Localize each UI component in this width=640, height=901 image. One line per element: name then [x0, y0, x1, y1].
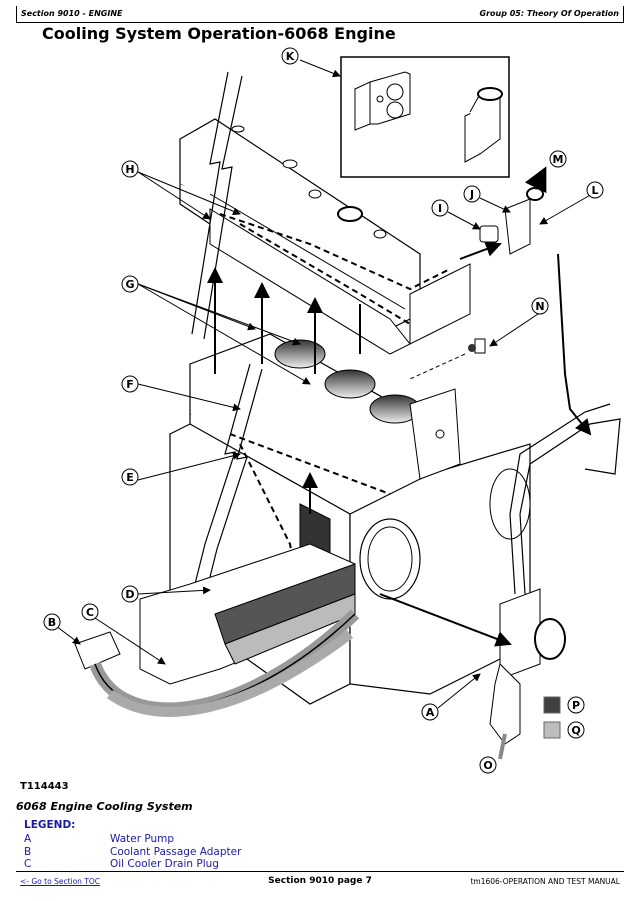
water-pump	[489, 588, 566, 760]
callout-p: P	[572, 699, 580, 712]
callout-n: N	[531, 297, 549, 315]
callout-l: L	[586, 181, 604, 199]
callout-leaders	[55, 59, 593, 709]
svg-text:M: M	[553, 153, 564, 166]
engine-cooling-diagram: K H G F E D C B I J M L N A O P Q	[10, 44, 630, 774]
svg-text:C: C	[86, 606, 94, 619]
legend-key: B	[24, 845, 32, 858]
legend-item: A Water Pump	[24, 833, 241, 846]
flow-color-key: P Q	[543, 696, 585, 739]
callout-j: J	[463, 185, 481, 203]
svg-text:A: A	[426, 706, 435, 719]
header-group: Group 05: Theory Of Operation	[480, 6, 624, 22]
page-title: Cooling System Operation-6068 Engine	[42, 24, 396, 43]
temperature-sensor	[409, 338, 486, 380]
callout-o: O	[479, 756, 497, 774]
callout-b: B	[43, 613, 61, 631]
swatch-q	[543, 721, 561, 739]
page-header: Section 9010 - ENGINE Group 05: Theory O…	[16, 6, 624, 23]
bypass-tube	[509, 403, 621, 595]
legend-key: C	[24, 858, 32, 870]
manual-name: tm1606-OPERATION AND TEST MANUAL	[470, 877, 620, 886]
callout-i: I	[431, 199, 449, 217]
section-toc-link[interactable]: <- Go to Section TOC	[20, 877, 101, 886]
svg-text:K: K	[286, 50, 295, 63]
figure-id: T114443	[20, 781, 69, 792]
callout-f: F	[121, 375, 139, 393]
svg-text:B: B	[48, 616, 56, 629]
coolant-hose	[74, 609, 360, 717]
svg-text:G: G	[125, 278, 134, 291]
svg-text:D: D	[125, 588, 134, 601]
legend-label: Coolant Passage Adapter	[110, 845, 242, 858]
svg-text:N: N	[535, 300, 544, 313]
page-footer: <- Go to Section TOC Section 9010 page 7…	[16, 871, 624, 892]
legend-label: Oil Cooler Drain Plug	[110, 858, 219, 870]
svg-text:H: H	[125, 163, 134, 176]
figure-caption: 6068 Engine Cooling System	[16, 800, 193, 813]
legend: LEGEND: A Water Pump B Coolant Passage A…	[24, 819, 241, 871]
coolant-flow-arrows	[207, 241, 592, 514]
callout-k: K	[281, 47, 299, 65]
svg-text:O: O	[483, 759, 492, 772]
thermostat-assembly	[479, 166, 547, 255]
header-section: Section 9010 - ENGINE	[16, 6, 123, 22]
svg-text:L: L	[591, 184, 598, 197]
oil-cooler	[139, 543, 356, 685]
inset-thermostat-housing	[340, 56, 510, 178]
svg-text:J: J	[469, 188, 474, 201]
callout-labels: K H G F E D C B I J M L N A O	[43, 47, 604, 774]
svg-text:I: I	[438, 202, 442, 215]
callout-d: D	[121, 585, 139, 603]
page-number: Section 9010 page 7	[268, 876, 372, 886]
callout-c: C	[81, 603, 99, 621]
callout-e: E	[121, 468, 139, 486]
legend-key: A	[24, 833, 32, 845]
legend-title: LEGEND:	[24, 819, 76, 831]
legend-item: B Coolant Passage Adapter	[24, 846, 241, 859]
callout-g: G	[121, 275, 139, 293]
callout-h: H	[121, 160, 139, 178]
callout-q: Q	[571, 724, 580, 737]
legend-label: Water Pump	[110, 833, 175, 845]
callout-a: A	[421, 703, 439, 721]
svg-text:F: F	[126, 378, 134, 391]
callout-m: M	[549, 150, 567, 168]
pump-flow-line	[379, 593, 512, 647]
svg-text:E: E	[126, 471, 134, 484]
swatch-p	[543, 696, 561, 714]
legend-item: C Oil Cooler Drain Plug	[24, 858, 241, 871]
